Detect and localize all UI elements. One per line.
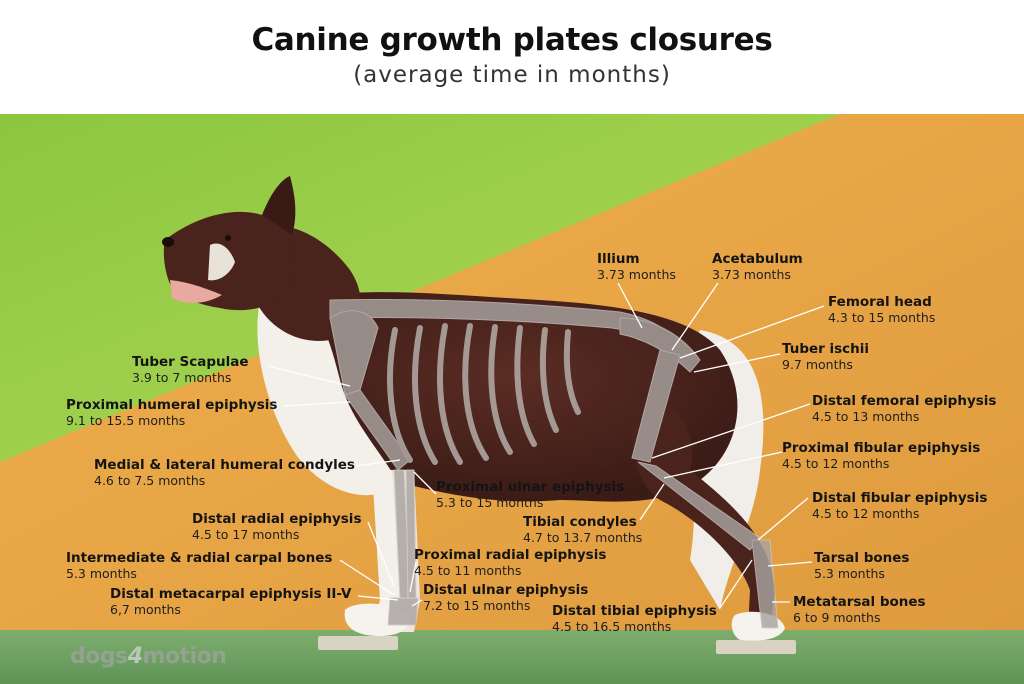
leader-lines (267, 282, 825, 609)
background-green (0, 114, 840, 462)
page-subtitle: (average time in months) (353, 62, 671, 88)
skeleton-overlay (329, 299, 779, 629)
dog-skeleton-illustration (0, 114, 1024, 684)
page-title: Canine growth plates closures (251, 22, 773, 58)
header: Canine growth plates closures (average t… (0, 0, 1024, 114)
floor (0, 630, 1024, 684)
rear-platform (716, 640, 796, 654)
front-platform (318, 636, 398, 650)
dogs4motion-logo: dogs4motion (70, 644, 227, 669)
